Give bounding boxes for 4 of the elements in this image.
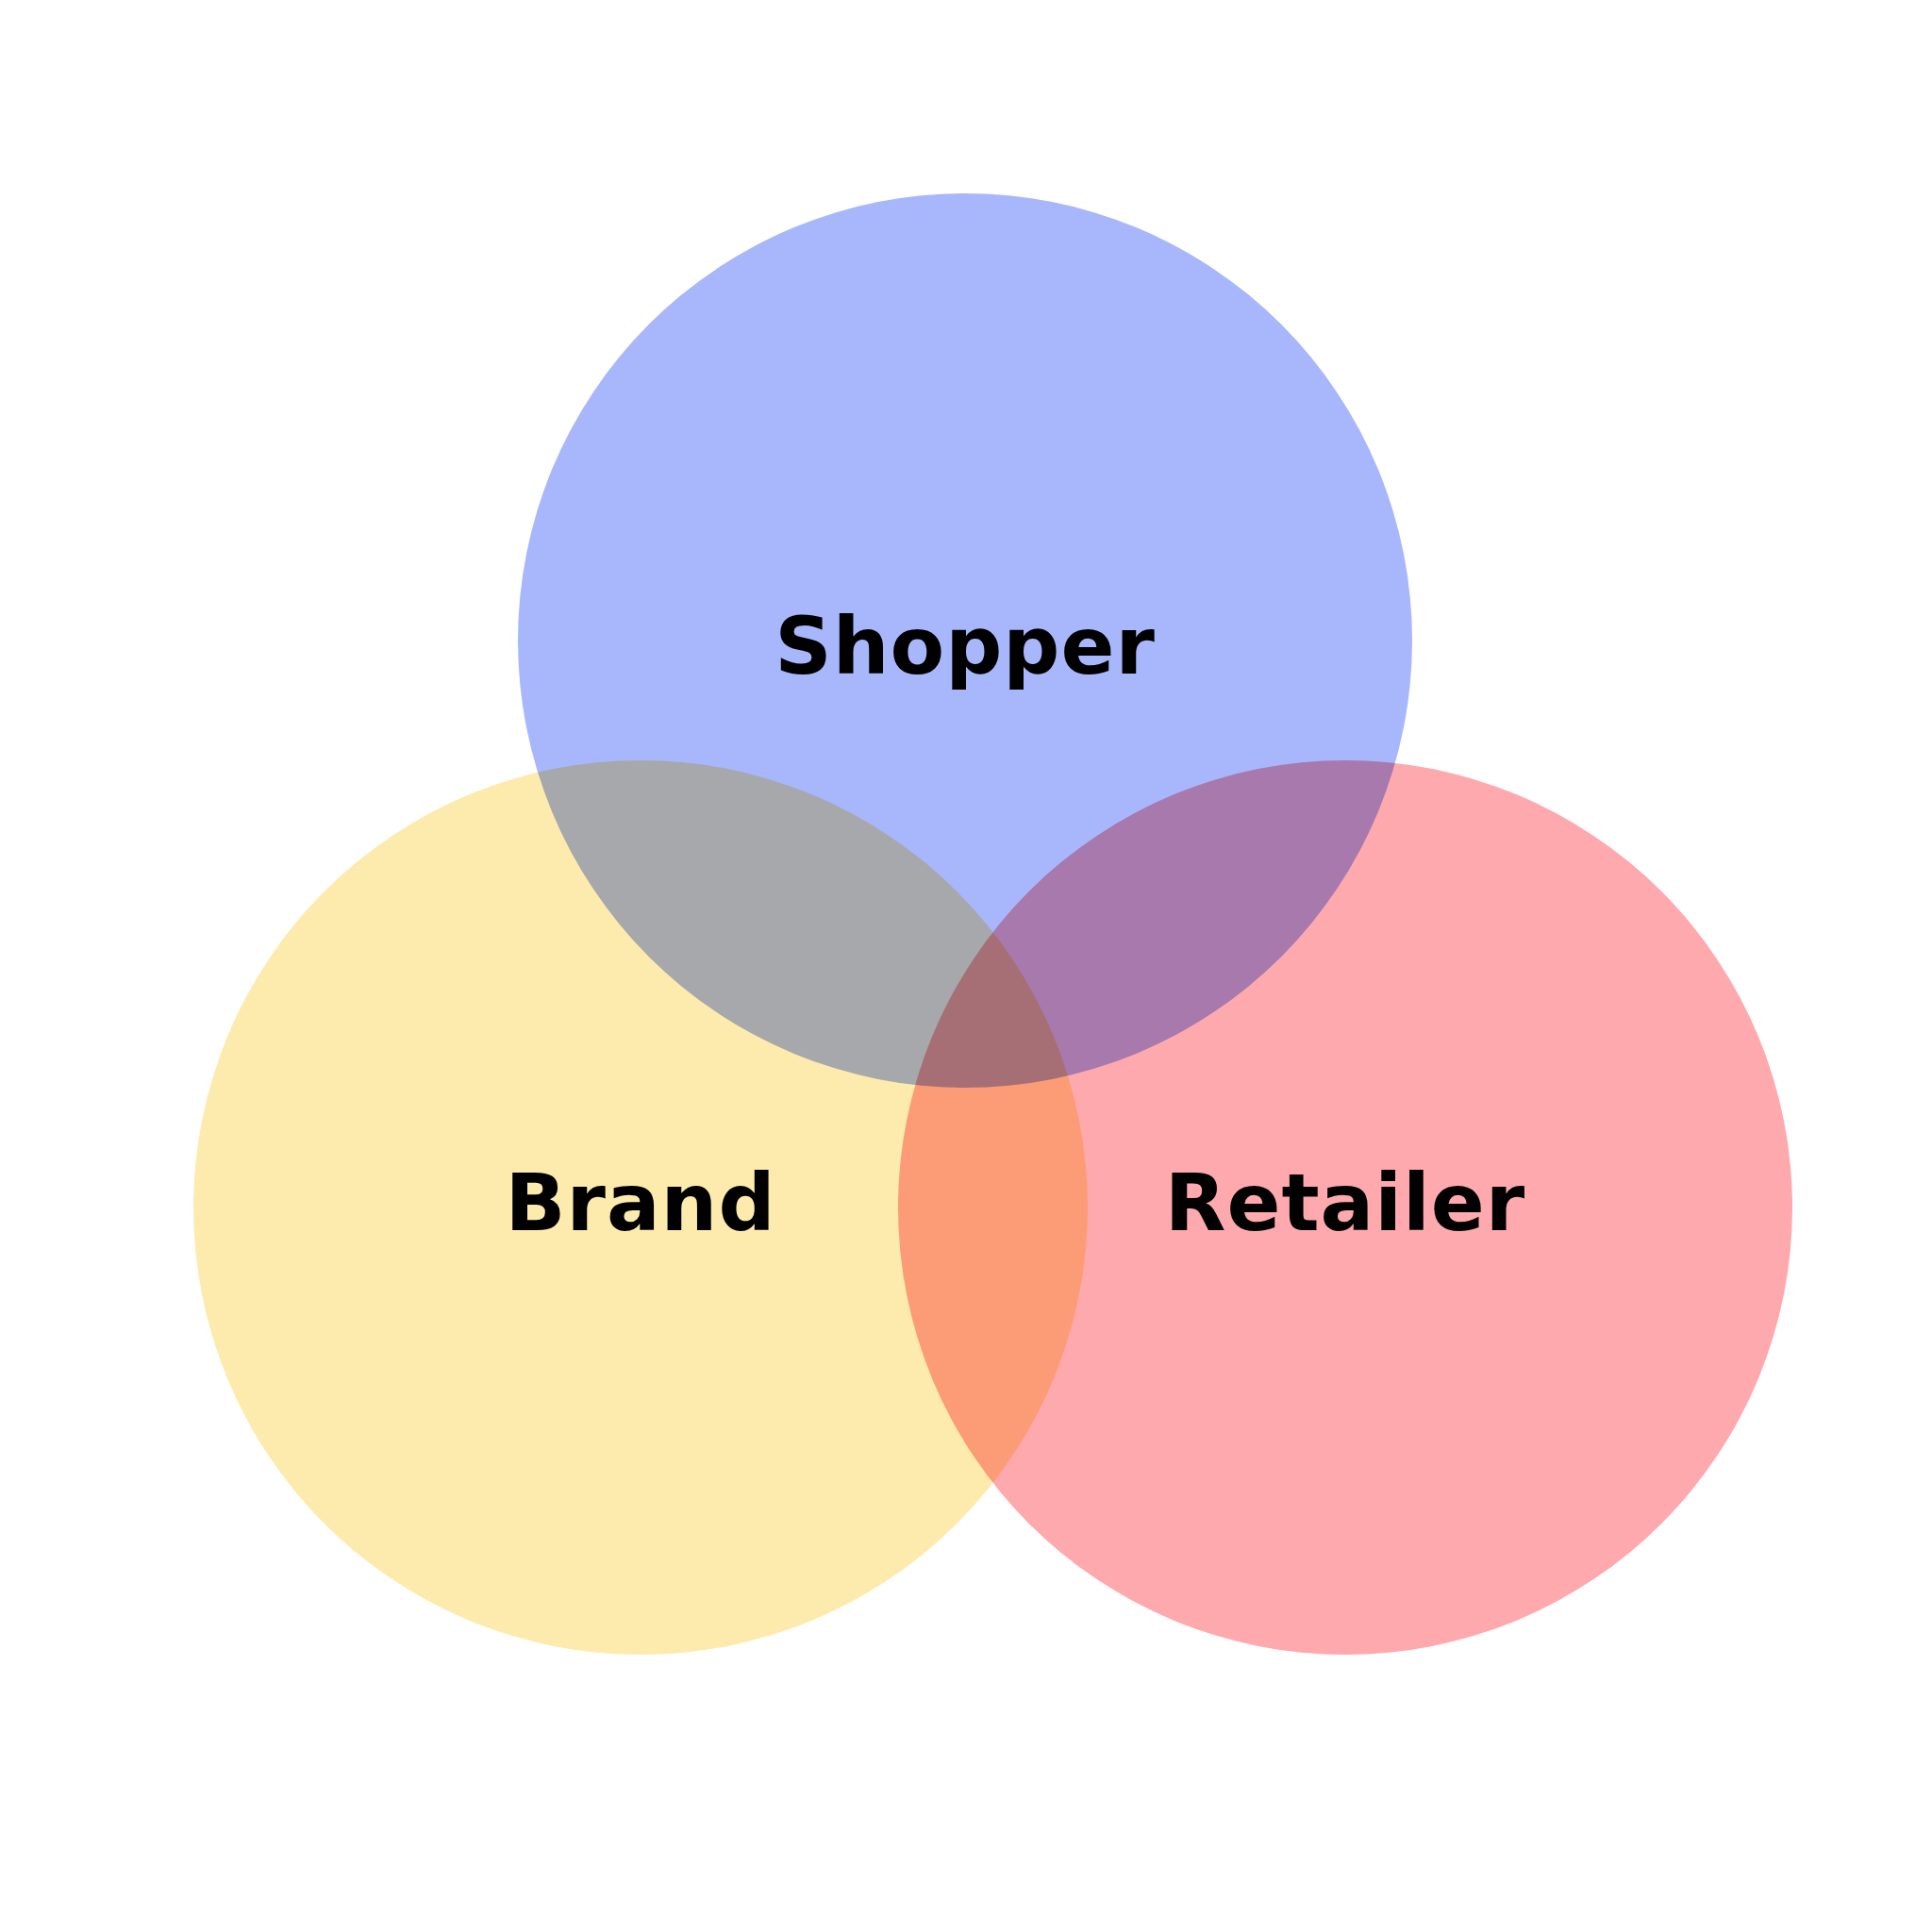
circle-label: Retailer (1164, 1157, 1526, 1249)
circle-label: Shopper (774, 600, 1156, 692)
venn-circle (898, 760, 1792, 1655)
circle-label: Brand (505, 1157, 776, 1249)
